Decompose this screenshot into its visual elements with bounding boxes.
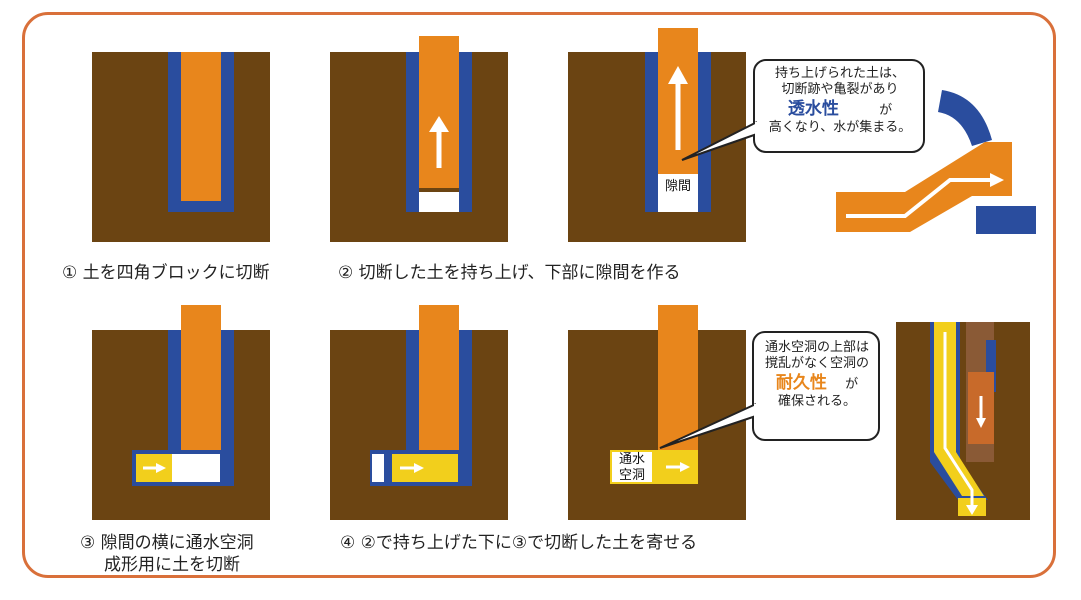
slope-soil: [836, 142, 1012, 232]
gap-label: 隙間: [660, 179, 696, 195]
channel-label-line2: 空洞: [618, 468, 645, 483]
flow-arrow: [990, 173, 1004, 187]
panel-5: [330, 305, 508, 520]
panel-3: [568, 28, 925, 242]
callout-top-suffix: が: [879, 103, 893, 118]
gap: [372, 454, 384, 482]
durability-keyword: 耐久性: [775, 373, 827, 393]
up-arrow: [429, 116, 449, 132]
callout-bubble: [752, 331, 880, 441]
channel-label: 通水 空洞: [612, 452, 652, 484]
panel-6: [568, 305, 880, 520]
caption-step2: ② 切断した土を持ち上げ、下部に隙間を作る: [338, 263, 681, 283]
soil-block: [181, 52, 221, 201]
caption-step3-line1: ③ 隙間の横に通水空洞: [80, 533, 254, 553]
gap: [658, 174, 698, 212]
up-arrow: [668, 66, 688, 84]
callout-bottom-suffix: が: [845, 377, 859, 392]
panel-1: [92, 52, 270, 242]
panel-2: [330, 36, 508, 242]
callout-bottom-line4: 確保される。: [777, 394, 856, 409]
callout-top-line4: 高くなり、水が集まる。: [768, 120, 912, 135]
permeability-keyword: 透水性: [787, 99, 839, 119]
gap: [172, 454, 220, 482]
callout-bottom-line2: 撹乱がなく空洞の: [764, 356, 869, 371]
caption-step3-line2: 成形用に土を切断: [104, 555, 240, 575]
flow-arrow: [966, 505, 978, 515]
gap-label-text: 隙間: [664, 179, 691, 194]
callout-bottom: 通水空洞の上部は 撹乱がなく空洞の 耐久性 が 確保される。: [756, 340, 878, 410]
channel-label-line1: 通水: [618, 452, 645, 467]
channel-illustration: [896, 322, 1030, 520]
callout-top: 持ち上げられた土は、 切断跡や亀裂があり 透水性 が 高くなり、水が集まる。: [758, 66, 922, 136]
soil-block: [181, 305, 221, 450]
callout-top-line2: 切断跡や亀裂があり: [781, 82, 899, 97]
callout-top-line1: 持ち上げられた土は、: [774, 66, 905, 81]
callout-bubble: [753, 59, 925, 153]
soil-block: [419, 305, 459, 450]
soil-block: [658, 305, 698, 450]
caption-step4: ④ ②で持ち上げた下に③で切断した土を寄せる: [340, 533, 698, 553]
caption-step1: ① 土を四角ブロックに切断: [62, 263, 270, 283]
slope-illustration: [836, 90, 1036, 234]
callout-bottom-line1: 通水空洞の上部は: [764, 340, 869, 355]
panel-4: [92, 305, 270, 520]
gap: [419, 192, 459, 212]
